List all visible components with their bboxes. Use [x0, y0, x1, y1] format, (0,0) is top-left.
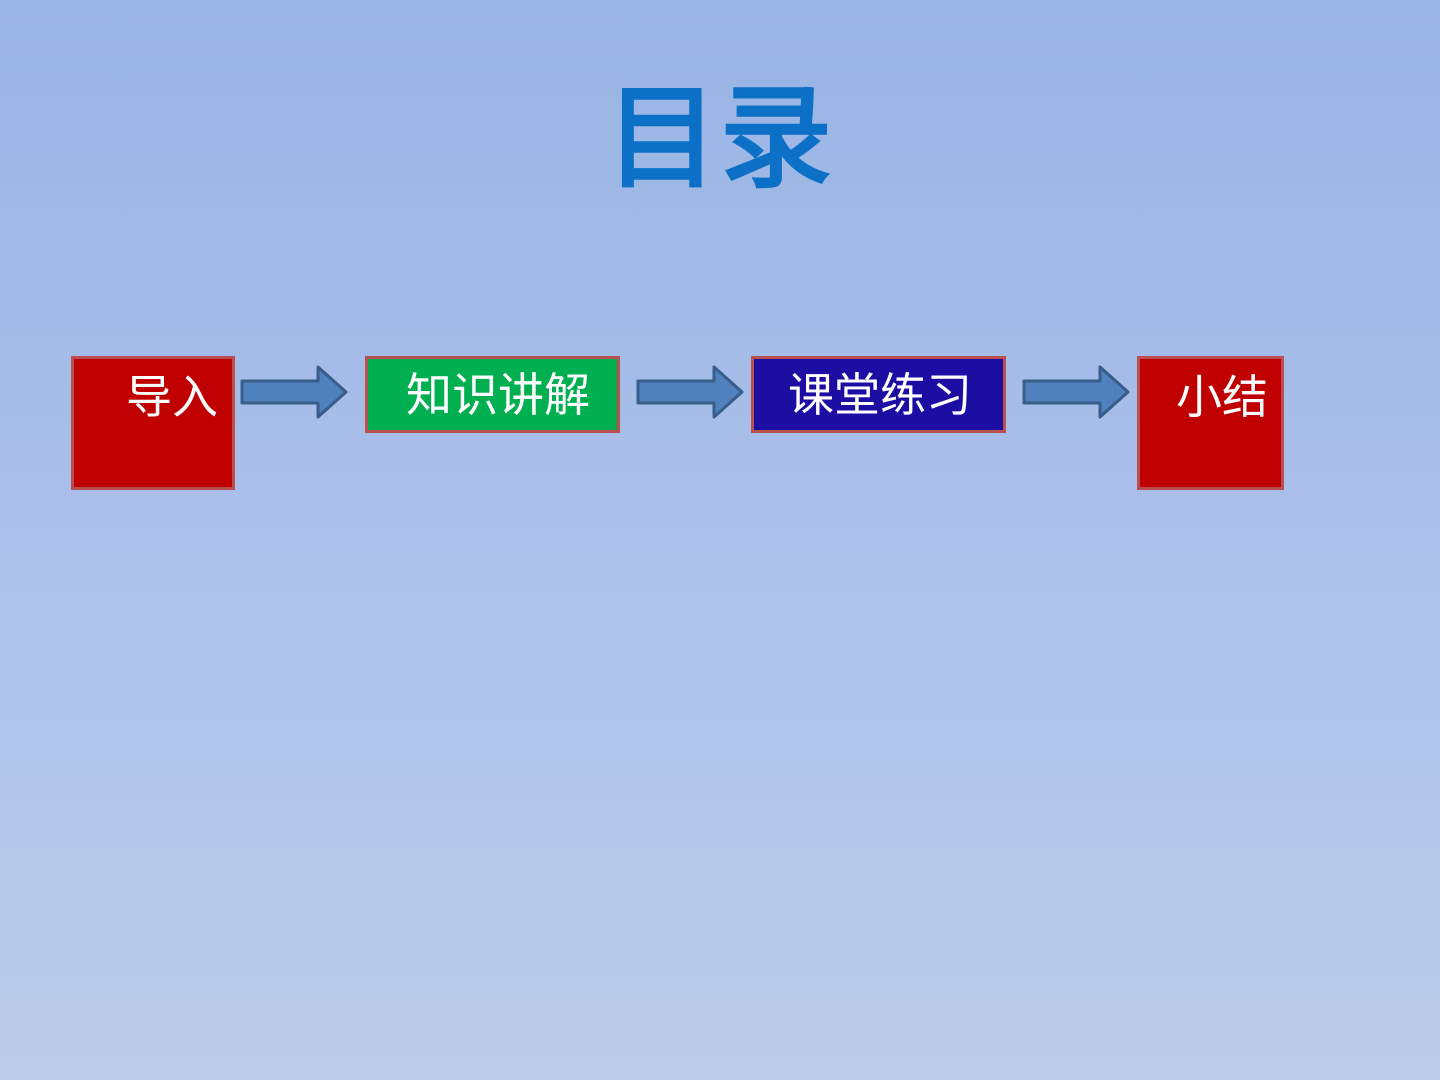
step-label-knowledge: 知识讲解	[406, 368, 590, 422]
step-box-summary: 小结	[1137, 356, 1284, 490]
step-label-practice: 课堂练习	[788, 368, 972, 422]
step-box-practice: 课堂练习	[751, 356, 1006, 433]
slide-title: 目录	[606, 74, 834, 204]
step-box-knowledge: 知识讲解	[365, 356, 620, 433]
flow-arrow-3	[1022, 365, 1130, 419]
step-label-intro: 导入	[126, 370, 218, 424]
flow-arrow-2	[636, 365, 744, 419]
step-label-summary: 小结	[1176, 370, 1268, 424]
step-box-intro: 导入	[71, 356, 235, 490]
flow-arrow-1	[240, 365, 348, 419]
